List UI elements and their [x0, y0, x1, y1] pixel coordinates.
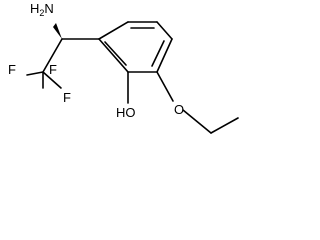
bond-c-f-right	[42, 71, 62, 89]
bond-ring-double-3	[104, 41, 127, 66]
atom-label-fluorine-top: F	[49, 62, 57, 77]
atom-label-amine: H2N	[30, 1, 54, 18]
bond-ring-to-ether-o	[156, 71, 174, 102]
bond-ring-4	[156, 38, 173, 73]
bond-o-ch2	[182, 109, 212, 134]
molecule-structure: H2N F F F HO O	[8, 1, 239, 134]
bond-ring-6	[98, 38, 129, 73]
bond-ring-double-2	[151, 40, 165, 67]
bond-c-f-left	[26, 71, 44, 76]
atom-label-amine-sub: 2	[39, 8, 44, 18]
atom-label-fluorine-right: F	[63, 90, 71, 105]
bond-ch2-ch3	[210, 117, 239, 134]
atom-label-amine-n: N	[44, 1, 53, 16]
atom-label-fluorine-left: F	[8, 62, 16, 77]
bond-ring-3	[156, 21, 173, 40]
atom-label-amine-h: H	[30, 1, 39, 16]
atom-label-ether-oxygen: O	[174, 102, 184, 117]
wedge-bond	[53, 23, 62, 39]
atom-label-hydroxyl: HO	[116, 105, 136, 120]
benzene-ring	[98, 21, 173, 73]
bond-ring-1	[98, 21, 129, 40]
bond-stereocenter-to-cf3	[42, 38, 63, 73]
structure-canvas: H2N F F F HO O	[0, 0, 245, 150]
